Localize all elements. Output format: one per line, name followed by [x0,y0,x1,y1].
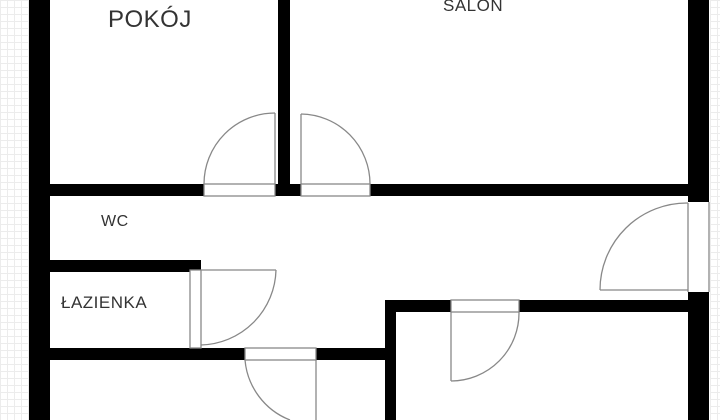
doors [189,112,710,420]
wall-lazienka-top [50,260,201,272]
door-bottom-left-room [244,347,317,420]
wall-lower-right-room-top-right [519,300,689,312]
grid-background-right [710,0,720,420]
wall-lower-right-room-left [385,302,396,420]
wall-lower-left-right [316,348,386,360]
wall-left-outer [29,0,50,420]
room-label-lazienka: ŁAZIENKA [61,293,148,312]
wall-lower-right-room-top-left [385,300,451,312]
wall-lazienka-bottom [50,348,245,360]
room-label-pokoj: POKÓJ [108,6,192,33]
walls [29,0,709,420]
door-entrance-right [599,202,710,292]
room-label-salon: SALON [443,0,504,15]
room-label-wc: WC [101,213,129,230]
wall-right-outer-lower [688,292,709,420]
wall-salon-bottom [370,184,709,196]
door-bottom-right-room [450,299,520,382]
door-salon [300,113,371,197]
door-pokoj [203,112,276,197]
wall-pokoj-bottom [50,184,204,196]
wall-between-doors [275,184,301,196]
wall-right-outer-upper [688,0,709,202]
door-lazienka [189,269,277,349]
grid-background-left [0,0,29,420]
wall-pokoj-salon [278,0,290,196]
